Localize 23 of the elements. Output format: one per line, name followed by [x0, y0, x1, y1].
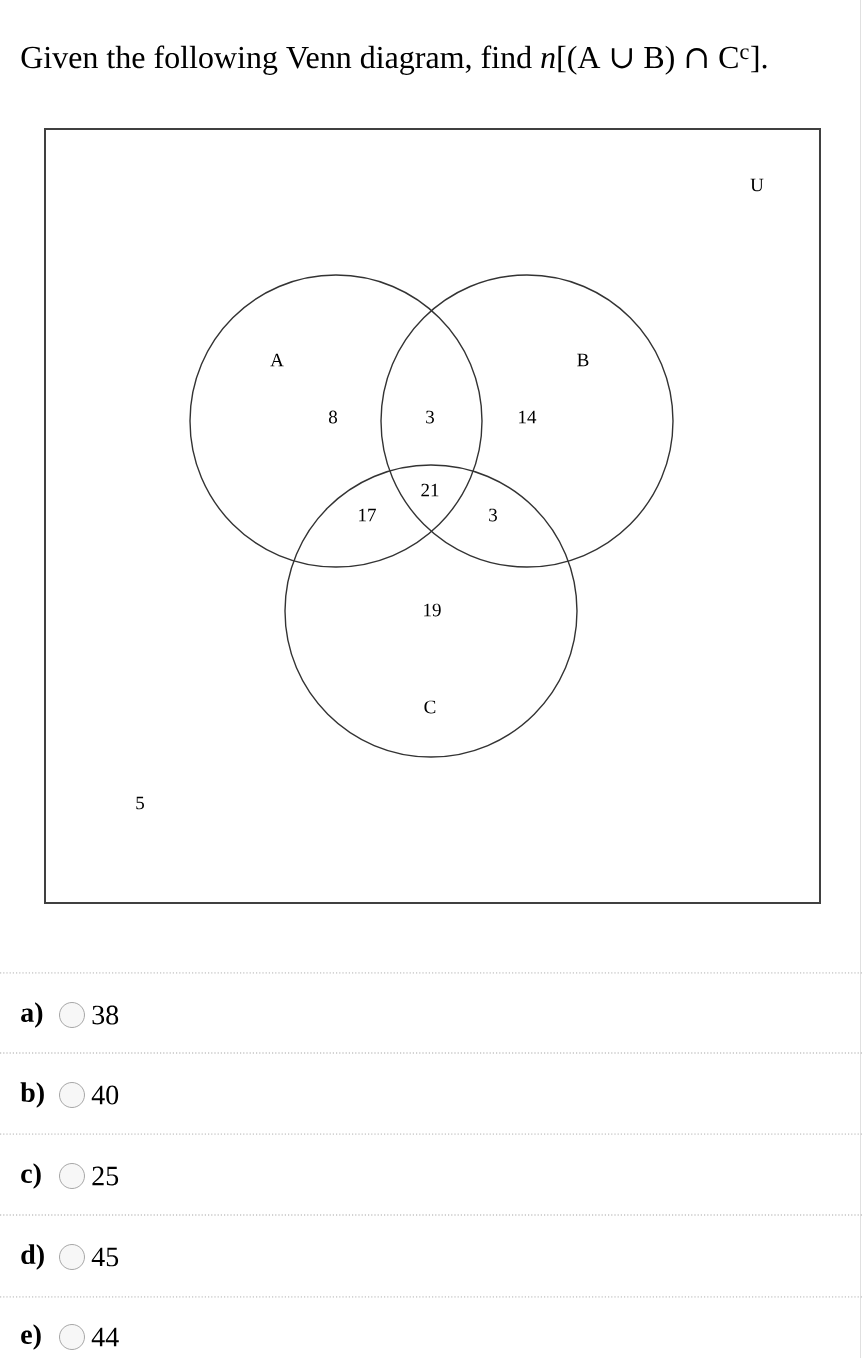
universe-label: U	[750, 178, 764, 192]
option-letter: e)	[21, 1324, 41, 1350]
region-count: 19	[424, 603, 441, 617]
region-count: 3	[426, 410, 434, 424]
option-letter: b)	[20, 1082, 44, 1108]
option-value: 45	[91, 1247, 119, 1267]
region-count: 14	[519, 410, 537, 424]
set-label: B	[577, 353, 589, 367]
region-count: 8	[328, 410, 337, 424]
region-count: 5	[136, 796, 144, 810]
region-count: 21	[421, 483, 439, 497]
option-letter: a)	[21, 1002, 43, 1028]
set-label: C	[424, 700, 436, 714]
region-count: 3	[489, 508, 497, 522]
option-value: 44	[91, 1327, 119, 1347]
option-letter: d)	[21, 1244, 44, 1270]
option-letter: c)	[21, 1163, 41, 1189]
region-count: 17	[359, 508, 376, 522]
set-label: A	[270, 353, 284, 367]
option-value: 40	[91, 1085, 119, 1105]
question-text: Given the following Venn diagram, find n[(A ∪ B) ∩ C$^{c}$].	[21, 45, 767, 75]
option-value: 25	[92, 1166, 119, 1186]
option-value: 38	[92, 1005, 119, 1025]
